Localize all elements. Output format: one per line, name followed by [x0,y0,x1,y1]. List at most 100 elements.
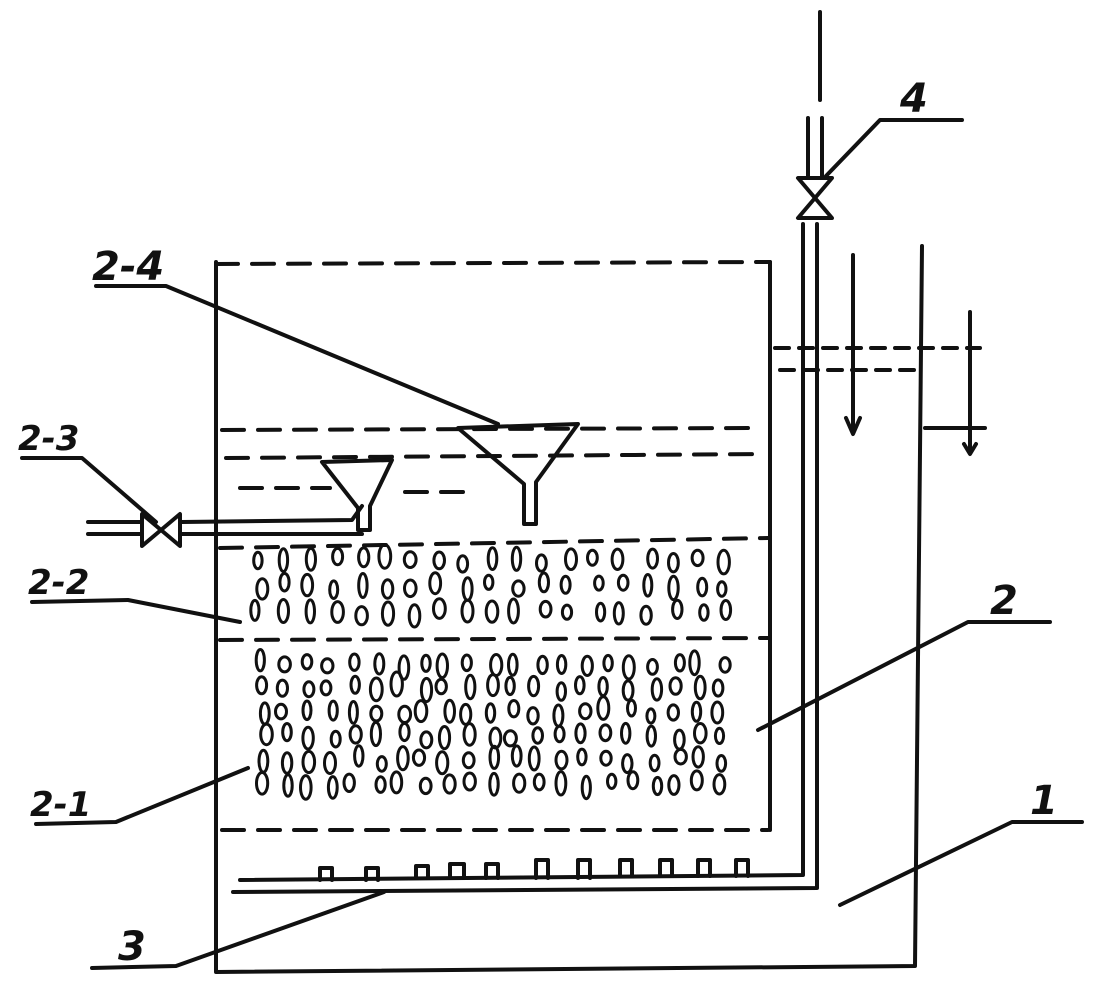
label-1: 1 [1030,778,1058,824]
pebble [597,676,609,698]
pebble [596,695,611,721]
pebble [646,658,659,676]
pebble [301,749,317,775]
pebble [398,721,411,743]
pebble [380,600,396,627]
pebble [437,725,452,751]
pebble [486,546,499,571]
pebble [648,753,661,773]
bottom-media-pebbles [254,648,732,801]
pebble [693,674,707,701]
pebble [403,578,418,599]
pebble [559,574,572,595]
pebble [375,755,388,773]
label-2: 2 [990,578,1018,624]
pebble [353,744,365,768]
pebble [553,724,566,744]
pebble [667,574,680,602]
pebble [504,675,516,697]
pebble [667,552,680,574]
pebble [461,751,476,770]
pebble [532,772,546,792]
pebble [527,745,541,772]
leader-3 [90,890,386,970]
pebble [254,648,266,673]
pebble [464,673,477,701]
pebble [397,654,411,681]
pebble [459,702,473,726]
pebble [651,775,664,797]
pebble [249,598,261,622]
pebble [710,700,725,725]
pebble [512,772,527,794]
pebble [690,700,703,723]
layer-middle-boundary [218,636,770,642]
down-arrow [844,253,862,436]
pebble [326,775,339,800]
pebble [673,747,688,766]
pebble [484,702,497,724]
pebble [535,553,548,573]
small-funnel [320,458,394,532]
pebble [527,674,541,698]
inlet-valve-body [796,176,834,220]
pebble [489,653,504,677]
pebble [712,773,727,796]
pebble [554,770,568,797]
pebble [586,548,599,567]
pebble [323,751,337,775]
pebble [555,654,568,675]
pebble [602,653,614,673]
pebble [432,597,447,620]
pebble [434,677,448,696]
pebble [331,546,345,567]
pebble [718,656,732,674]
pebble [612,601,625,626]
dimension-marker [962,310,978,456]
pebble [668,676,683,696]
pebble [275,678,289,698]
top-funnel [456,422,580,526]
pebble [374,775,387,794]
pebble [599,749,613,767]
water-level-2 [224,452,767,460]
pebble [511,579,526,598]
pebble [626,770,640,791]
pebble [484,599,500,624]
pebble [348,724,363,745]
pebble [621,654,636,681]
pebble [301,699,313,722]
pebble [329,729,342,749]
container-top-rim [214,260,772,266]
leader-4 [824,118,964,178]
pebble [327,699,339,722]
pebble [357,546,371,569]
pebble [377,543,393,570]
pebble [667,774,681,796]
pebble [645,724,657,748]
pebble [713,726,726,746]
pebble [304,546,317,572]
pebble [413,699,429,724]
pebble [536,654,549,676]
label-2-2: 2-2 [28,563,89,603]
pebble [432,550,447,571]
pebble [462,722,477,747]
pebble [407,603,422,629]
pebble [716,580,728,598]
pebble [593,574,605,592]
pebble [580,654,594,678]
pebble [626,698,637,718]
pebble [304,598,316,625]
pebble [282,773,294,798]
pebble [373,652,386,676]
pebble [531,726,545,745]
leader-2-3 [20,456,158,524]
pebble [689,769,704,792]
pebble [574,722,587,745]
leader-2-4 [94,284,500,426]
pebble [507,699,521,719]
pebble [488,771,500,797]
pebble [555,681,567,702]
